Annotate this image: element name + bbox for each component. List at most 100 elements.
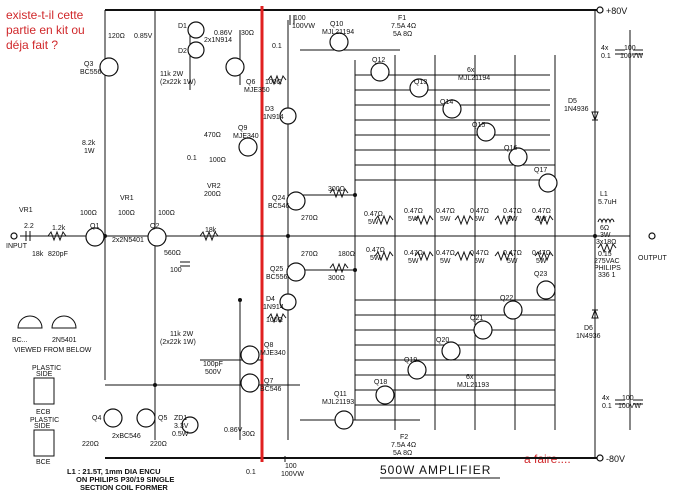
svg-text:Q17: Q17 — [534, 167, 547, 174]
svg-text:5A 8Ω: 5A 8Ω — [393, 31, 412, 38]
diode-symbols — [181, 21, 599, 434]
svg-text:180Ω: 180Ω — [338, 251, 355, 258]
svg-text:Q2: Q2 — [150, 223, 159, 230]
svg-text:L1: L1 — [600, 191, 608, 198]
svg-text:1N4936: 1N4936 — [576, 333, 601, 340]
svg-text:Q1: Q1 — [90, 223, 99, 230]
capacitor-symbols — [25, 15, 643, 462]
positive-rail-label: +80V — [606, 6, 627, 16]
svg-text:8.2k: 8.2k — [82, 140, 96, 147]
svg-text:6x: 6x — [467, 67, 475, 74]
svg-text:100pF: 100pF — [203, 361, 223, 368]
svg-text:4x: 4x — [601, 45, 609, 52]
svg-text:0.15: 0.15 — [598, 251, 612, 258]
svg-text:100Ω: 100Ω — [209, 157, 226, 164]
svg-text:820pF: 820pF — [48, 251, 68, 258]
svg-text:100Ω: 100Ω — [266, 317, 283, 324]
svg-text:4x: 4x — [602, 395, 610, 402]
svg-text:300Ω: 300Ω — [328, 275, 345, 282]
svg-text:0.1: 0.1 — [602, 403, 612, 410]
svg-text:3x18Ω: 3x18Ω — [596, 239, 616, 246]
svg-text:BCE: BCE — [36, 459, 51, 466]
svg-text:VR1: VR1 — [19, 207, 33, 214]
svg-text:INPUT: INPUT — [6, 243, 28, 250]
negative-rail-label: -80V — [606, 454, 625, 464]
svg-text:(2x22k 1W): (2x22k 1W) — [160, 79, 196, 86]
svg-text:Q18: Q18 — [374, 379, 387, 386]
svg-text:0.86V: 0.86V — [224, 427, 243, 434]
svg-text:Q3: Q3 — [84, 61, 93, 68]
svg-text:11k 2W: 11k 2W — [160, 71, 184, 78]
svg-text:Q9: Q9 — [238, 125, 247, 132]
svg-text:0.47Ω: 0.47Ω — [404, 208, 423, 215]
svg-text:11k 2W: 11k 2W — [170, 331, 194, 338]
svg-text:5W: 5W — [536, 258, 547, 265]
svg-text:6x: 6x — [466, 374, 474, 381]
svg-text:MJL21193: MJL21193 — [457, 382, 489, 389]
svg-text:Q23: Q23 — [534, 271, 547, 278]
svg-text:0.85V: 0.85V — [134, 33, 153, 40]
svg-text:5W: 5W — [440, 216, 451, 223]
svg-text:(2x22k 1W): (2x22k 1W) — [160, 339, 196, 346]
svg-text:100: 100 — [624, 45, 636, 52]
svg-text:2x1N914: 2x1N914 — [204, 37, 232, 44]
svg-text:0.47Ω: 0.47Ω — [503, 208, 522, 215]
svg-text:5W: 5W — [440, 258, 451, 265]
svg-text:2xBC546: 2xBC546 — [112, 433, 141, 440]
svg-text:0.47Ω: 0.47Ω — [364, 211, 383, 218]
svg-text:SIDE: SIDE — [34, 423, 51, 430]
positive-terminal — [596, 6, 604, 14]
svg-text:1N4936: 1N4936 — [564, 106, 589, 113]
svg-text:0.47Ω: 0.47Ω — [436, 208, 455, 215]
svg-text:BC556: BC556 — [266, 274, 288, 281]
svg-text:Q24: Q24 — [272, 195, 285, 202]
svg-text:5W: 5W — [474, 258, 485, 265]
svg-text:100: 100 — [622, 395, 634, 402]
svg-text:SIDE: SIDE — [36, 371, 53, 378]
svg-text:Q14: Q14 — [440, 99, 453, 106]
svg-text:D4: D4 — [266, 296, 275, 303]
input-terminal — [10, 232, 18, 240]
svg-text:270Ω: 270Ω — [301, 215, 318, 222]
svg-text:275VAC: 275VAC — [594, 258, 620, 265]
svg-text:0.47Ω: 0.47Ω — [470, 250, 489, 257]
svg-text:BC...: BC... — [12, 337, 28, 344]
svg-text:0.1: 0.1 — [187, 155, 197, 162]
svg-text:2x2N5401: 2x2N5401 — [112, 237, 144, 244]
svg-text:BC556: BC556 — [80, 69, 102, 76]
svg-text:Q10: Q10 — [330, 21, 343, 28]
svg-text:BC546: BC546 — [260, 386, 282, 393]
svg-text:270Ω: 270Ω — [301, 251, 318, 258]
svg-text:6Ω: 6Ω — [600, 225, 609, 232]
svg-text:0.47Ω: 0.47Ω — [532, 250, 551, 257]
svg-text:300Ω: 300Ω — [328, 186, 345, 193]
svg-text:560Ω: 560Ω — [164, 250, 181, 257]
svg-text:5.7uH: 5.7uH — [598, 199, 617, 206]
svg-text:F1: F1 — [398, 15, 406, 22]
svg-text:ZD1: ZD1 — [174, 415, 187, 422]
svg-text:100VW: 100VW — [292, 23, 315, 30]
svg-text:D6: D6 — [584, 325, 593, 332]
svg-text:30Ω: 30Ω — [241, 30, 254, 37]
svg-text:100VW: 100VW — [620, 53, 643, 60]
svg-text:0.47Ω: 0.47Ω — [503, 250, 522, 257]
svg-text:100: 100 — [285, 463, 297, 470]
svg-text:D1: D1 — [178, 23, 187, 30]
svg-text:500V: 500V — [205, 369, 222, 376]
svg-text:D5: D5 — [568, 98, 577, 105]
transistor-symbols — [85, 32, 558, 430]
svg-text:1.2k: 1.2k — [52, 225, 66, 232]
diagram-title: 500W AMPLIFIER — [380, 463, 491, 477]
svg-text:0.47Ω: 0.47Ω — [404, 250, 423, 257]
svg-text:F2: F2 — [400, 434, 408, 441]
svg-text:0.1: 0.1 — [246, 469, 256, 476]
package-outlines — [17, 315, 77, 457]
junction-dots — [103, 193, 597, 387]
svg-text:OUTPUT: OUTPUT — [638, 255, 668, 262]
svg-text:100Ω: 100Ω — [265, 79, 282, 86]
svg-text:0.86V: 0.86V — [214, 30, 233, 37]
svg-text:Q7: Q7 — [264, 378, 273, 385]
svg-text:100VW: 100VW — [618, 403, 641, 410]
svg-text:VR1: VR1 — [120, 195, 134, 202]
